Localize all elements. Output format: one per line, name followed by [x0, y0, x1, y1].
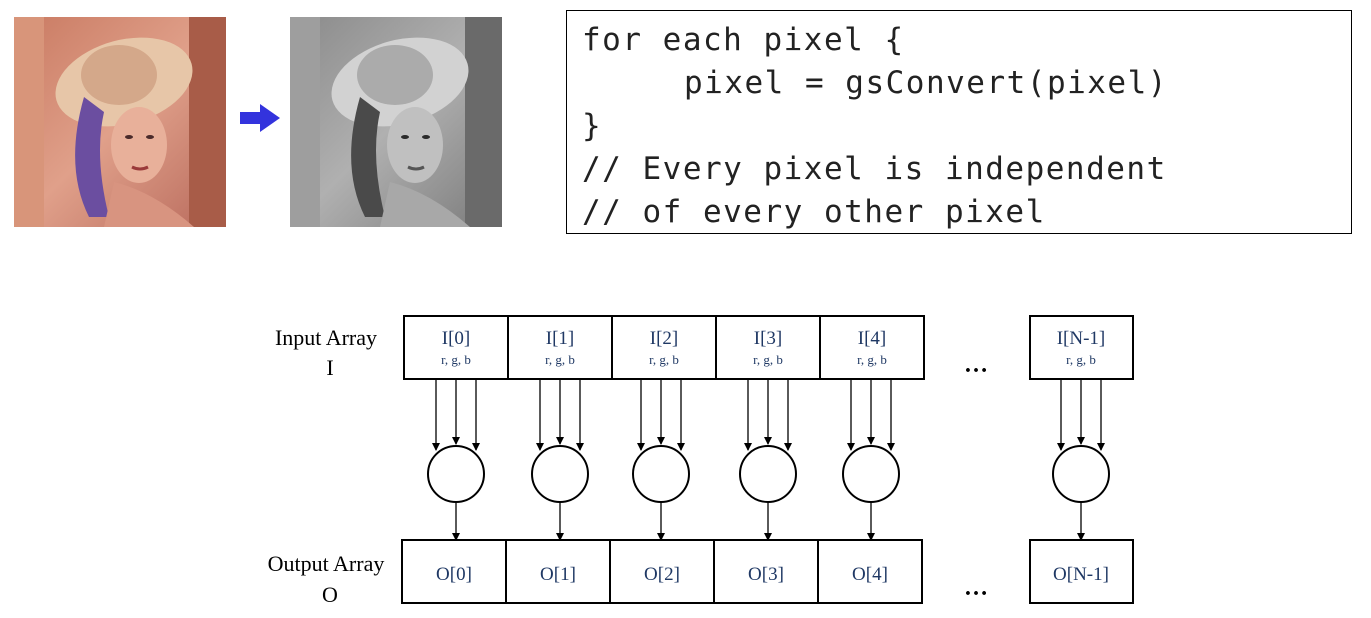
function-node — [842, 445, 900, 503]
function-node — [739, 445, 797, 503]
code-line: // of every other pixel — [582, 194, 1046, 230]
input-cell: I[2] r, g, b — [649, 328, 679, 367]
output-cell: O[1] — [540, 564, 576, 585]
color-photo — [14, 17, 226, 227]
output-cell: O[N-1] — [1053, 564, 1109, 585]
output-arrows — [452, 502, 1085, 541]
input-array-label: Input Array — [275, 325, 377, 350]
function-node — [632, 445, 690, 503]
function-node — [1052, 445, 1110, 503]
input-cell: I[3] r, g, b — [753, 328, 783, 367]
input-cell-title: I[0] — [442, 328, 470, 349]
input-cell: I[0] r, g, b — [441, 328, 471, 367]
input-cell-title: I[2] — [650, 328, 678, 349]
input-cell-channels: r, g, b — [441, 352, 471, 367]
color-portrait-image — [14, 17, 226, 227]
function-node — [427, 445, 485, 503]
function-node — [531, 445, 589, 503]
code-block: for each pixel { pixel = gsConvert(pixel… — [566, 10, 1352, 234]
code-line: } — [582, 108, 603, 144]
input-cell-title: I[1] — [546, 328, 574, 349]
code-line: // Every pixel is independent — [582, 151, 1167, 187]
input-cell-title: I[4] — [858, 328, 886, 349]
output-array-symbol: O — [322, 582, 338, 607]
grayscale-photo — [290, 17, 502, 227]
grayscale-portrait-image — [290, 17, 502, 227]
code-line: pixel = gsConvert(pixel) — [684, 65, 1168, 101]
input-cell-channels: r, g, b — [649, 352, 679, 367]
input-cell-channels: r, g, b — [753, 352, 783, 367]
input-arrows — [432, 379, 1105, 451]
input-cell-title: I[N-1] — [1057, 328, 1106, 349]
input-cell-last — [1029, 315, 1134, 380]
input-cell-channels: r, g, b — [1066, 352, 1096, 367]
output-cell: O[4] — [852, 564, 888, 585]
input-cell: I[1] r, g, b — [545, 328, 575, 367]
input-array-box — [403, 315, 925, 380]
arrow-right-icon — [240, 104, 280, 132]
output-ellipsis: … — [964, 575, 988, 601]
output-cell: O[2] — [644, 564, 680, 585]
code-line: for each pixel { — [582, 22, 905, 58]
output-array-label: Output Array — [268, 551, 385, 576]
input-cell-title: I[3] — [754, 328, 782, 349]
input-cell-channels: r, g, b — [545, 352, 575, 367]
output-array-box — [401, 539, 923, 604]
input-array-symbol: I — [326, 355, 333, 380]
input-ellipsis: … — [964, 352, 988, 378]
output-cell: O[0] — [436, 564, 472, 585]
output-cell: O[3] — [748, 564, 784, 585]
convert-function-nodes — [427, 445, 1110, 503]
input-cell: I[N-1] r, g, b — [1057, 328, 1106, 367]
input-cell-channels: r, g, b — [857, 352, 887, 367]
output-cell-last — [1029, 539, 1134, 604]
input-cell: I[4] r, g, b — [857, 328, 887, 367]
